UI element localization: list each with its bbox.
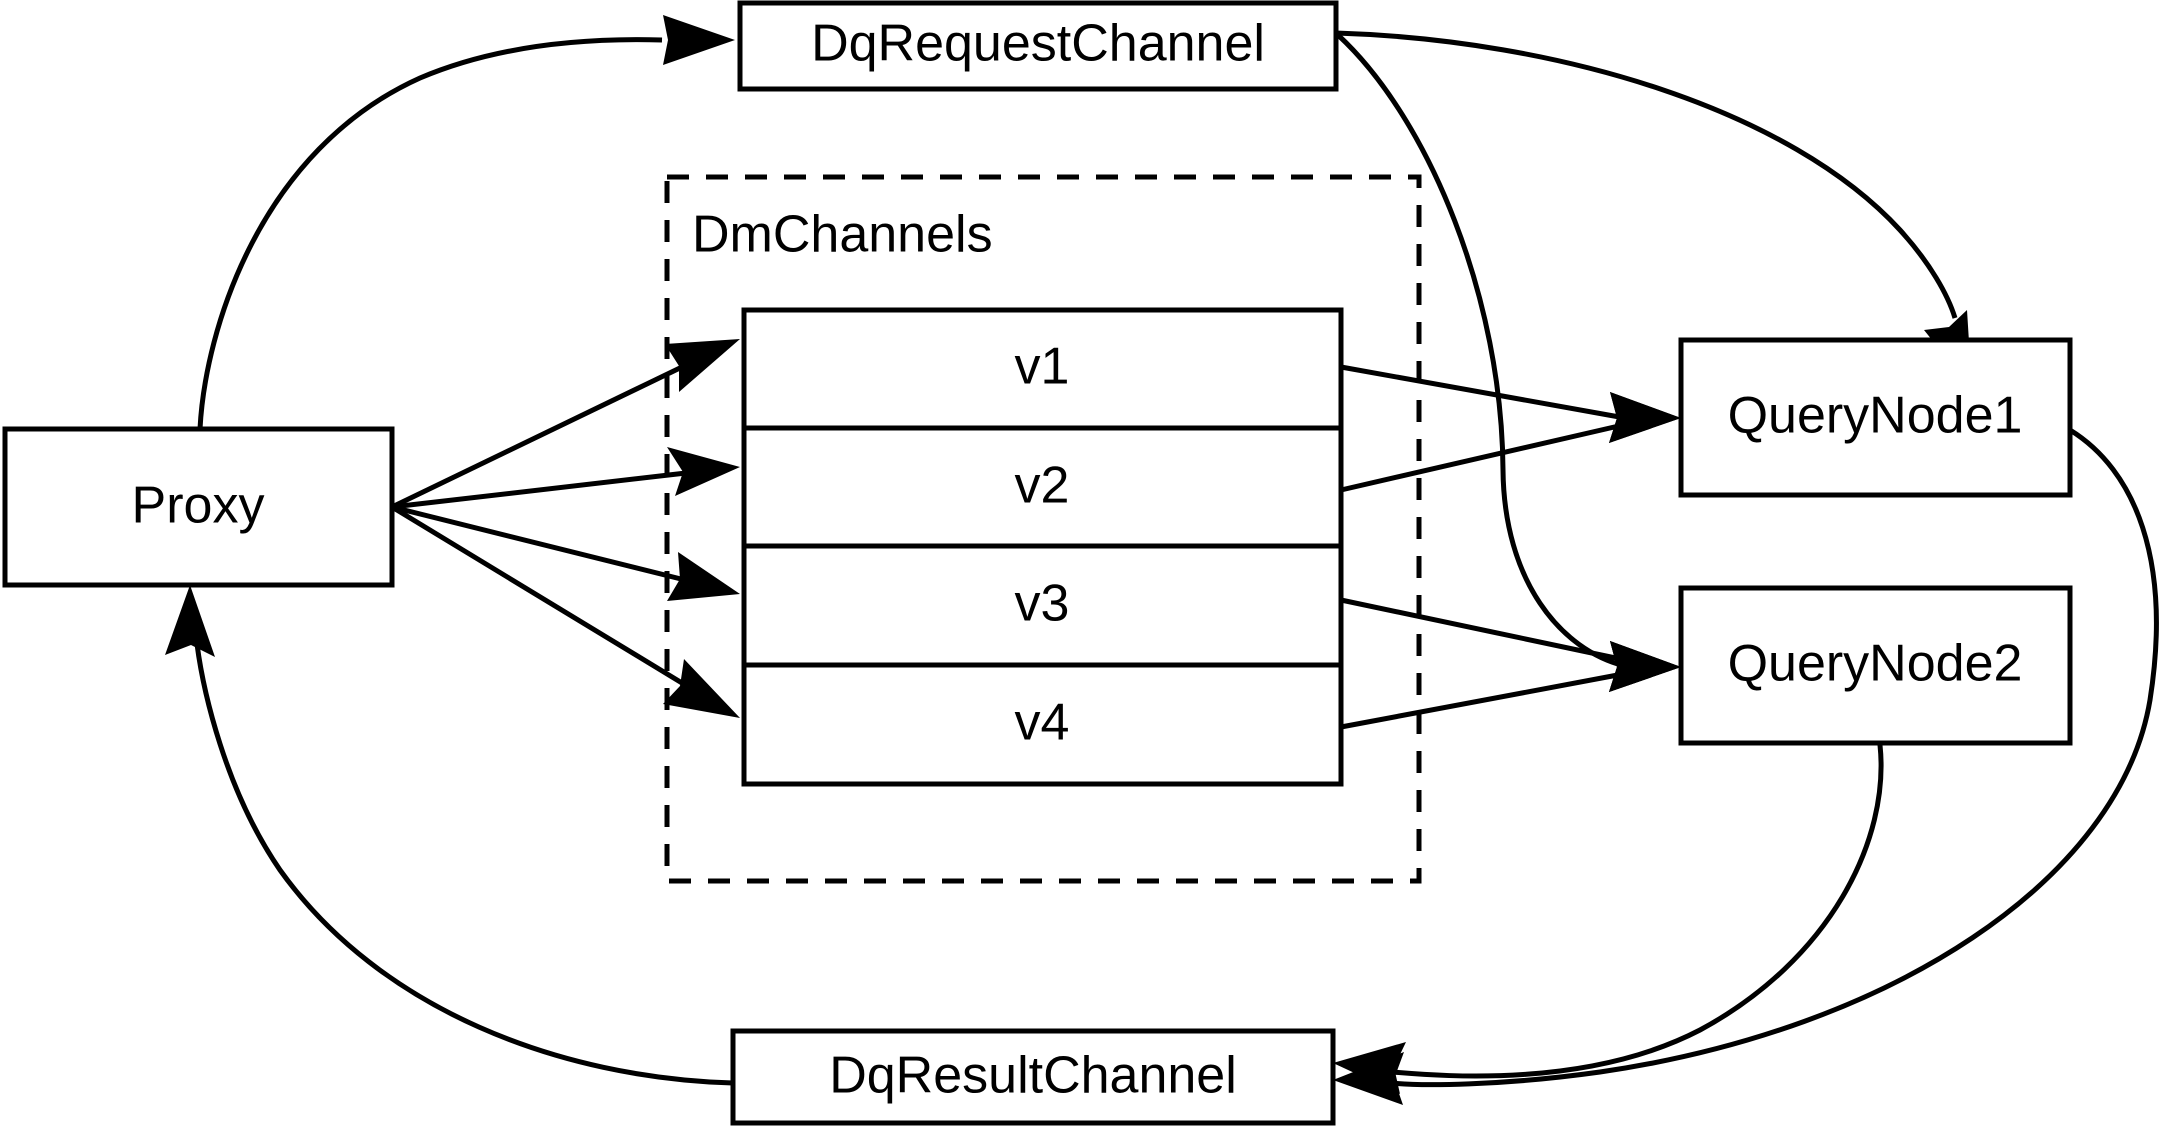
dmchannels-group-box <box>664 174 1422 884</box>
arrowhead-icon <box>663 659 740 718</box>
edge-proxy-to-v2 <box>391 447 740 510</box>
arrowhead-icon <box>665 339 740 392</box>
arrowhead-icon <box>1609 641 1681 692</box>
edge-dqrequestchannel-to-querynode2 <box>1336 33 1681 692</box>
node-dqrequestchannel-label: DqRequestChannel <box>811 15 1265 73</box>
edge-v2-to-querynode1 <box>1340 392 1681 493</box>
arrowhead-icon <box>165 585 215 657</box>
arrowhead-icon <box>1609 392 1681 443</box>
edge-dqrequestchannel-to-querynode1 <box>1335 30 1972 390</box>
node-dqrequestchannel-box[interactable] <box>737 0 1339 92</box>
dmchannels-group-label: DmChannels <box>692 206 993 264</box>
node-proxy-box[interactable] <box>2 426 395 588</box>
edge-proxy-to-dqrequestchannel <box>197 15 735 430</box>
edge-v4-to-querynode2 <box>1340 641 1681 730</box>
node-querynode1-label: QueryNode1 <box>1728 387 2023 445</box>
channel-label-v2: v2 <box>1015 457 1070 515</box>
node-dqresultchannel-label: DqResultChannel <box>829 1047 1237 1105</box>
edge-proxy-to-v4 <box>390 504 740 718</box>
arrowhead-icon <box>663 15 735 65</box>
node-dqresultchannel-box[interactable] <box>730 1028 1336 1126</box>
node-querynode2-label: QueryNode2 <box>1728 635 2023 693</box>
node-proxy-label: Proxy <box>132 477 265 535</box>
arrowhead-icon <box>667 552 740 601</box>
channel-label-v3: v3 <box>1015 575 1070 633</box>
node-querynode1-box[interactable] <box>1678 337 2073 498</box>
arrowhead-icon <box>1333 1042 1406 1094</box>
node-querynode2-box[interactable] <box>1678 585 2073 746</box>
edge-dqresultchannel-to-proxy <box>165 585 734 1086</box>
channel-label-v1: v1 <box>1015 338 1070 396</box>
edge-proxy-to-v1 <box>390 339 740 510</box>
edge-querynode2-to-dqresultchannel <box>1333 744 1884 1094</box>
edge-proxy-to-v3 <box>391 504 740 601</box>
arrowhead-icon <box>667 447 740 496</box>
channel-label-v4: v4 <box>1015 694 1070 752</box>
